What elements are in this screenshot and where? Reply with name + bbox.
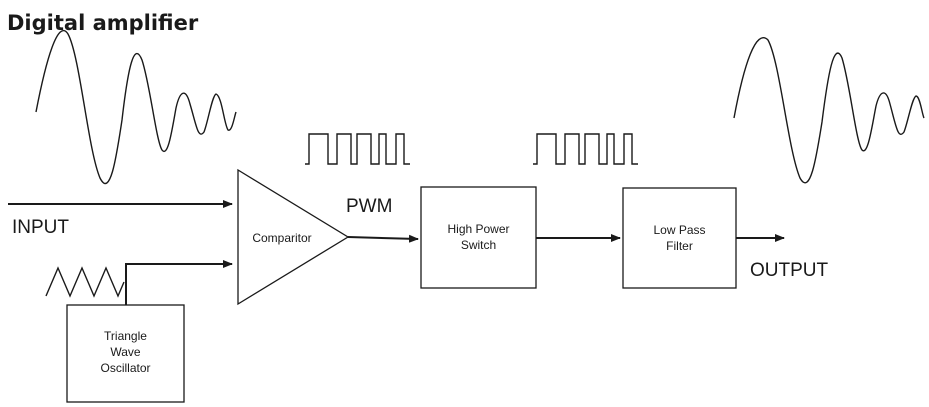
filter-label-line-2: Filter (666, 239, 693, 253)
triangle-wave-icon (45, 266, 125, 298)
page-title: Digital amplifier (7, 11, 199, 35)
output-waveform-icon (733, 37, 925, 184)
filter-label-line-1: Low Pass (653, 223, 705, 237)
input-waveform-icon (35, 30, 237, 185)
input-label: INPUT (12, 217, 69, 238)
comparator-to-switch-arrow (347, 234, 419, 243)
comparator-block (237, 168, 350, 306)
oscillator-block (66, 304, 185, 403)
switch-block (420, 186, 537, 289)
comparator-label: Comparitor (252, 231, 311, 245)
pwm-waveform-icon (305, 133, 410, 165)
oscillator-label-line-3: Oscillator (100, 361, 150, 375)
switched-waveform-icon (533, 133, 638, 165)
filter-block (622, 187, 737, 289)
output-label: OUTPUT (750, 260, 829, 281)
switch-label-line-1: High Power (447, 222, 509, 236)
oscillator-label-line-2: Wave (110, 345, 141, 359)
switch-label-line-2: Switch (461, 238, 496, 252)
oscillator-to-comparator-arrow (125, 260, 233, 305)
pwm-label: PWM (346, 196, 392, 217)
oscillator-label-line-1: Triangle (104, 329, 147, 343)
